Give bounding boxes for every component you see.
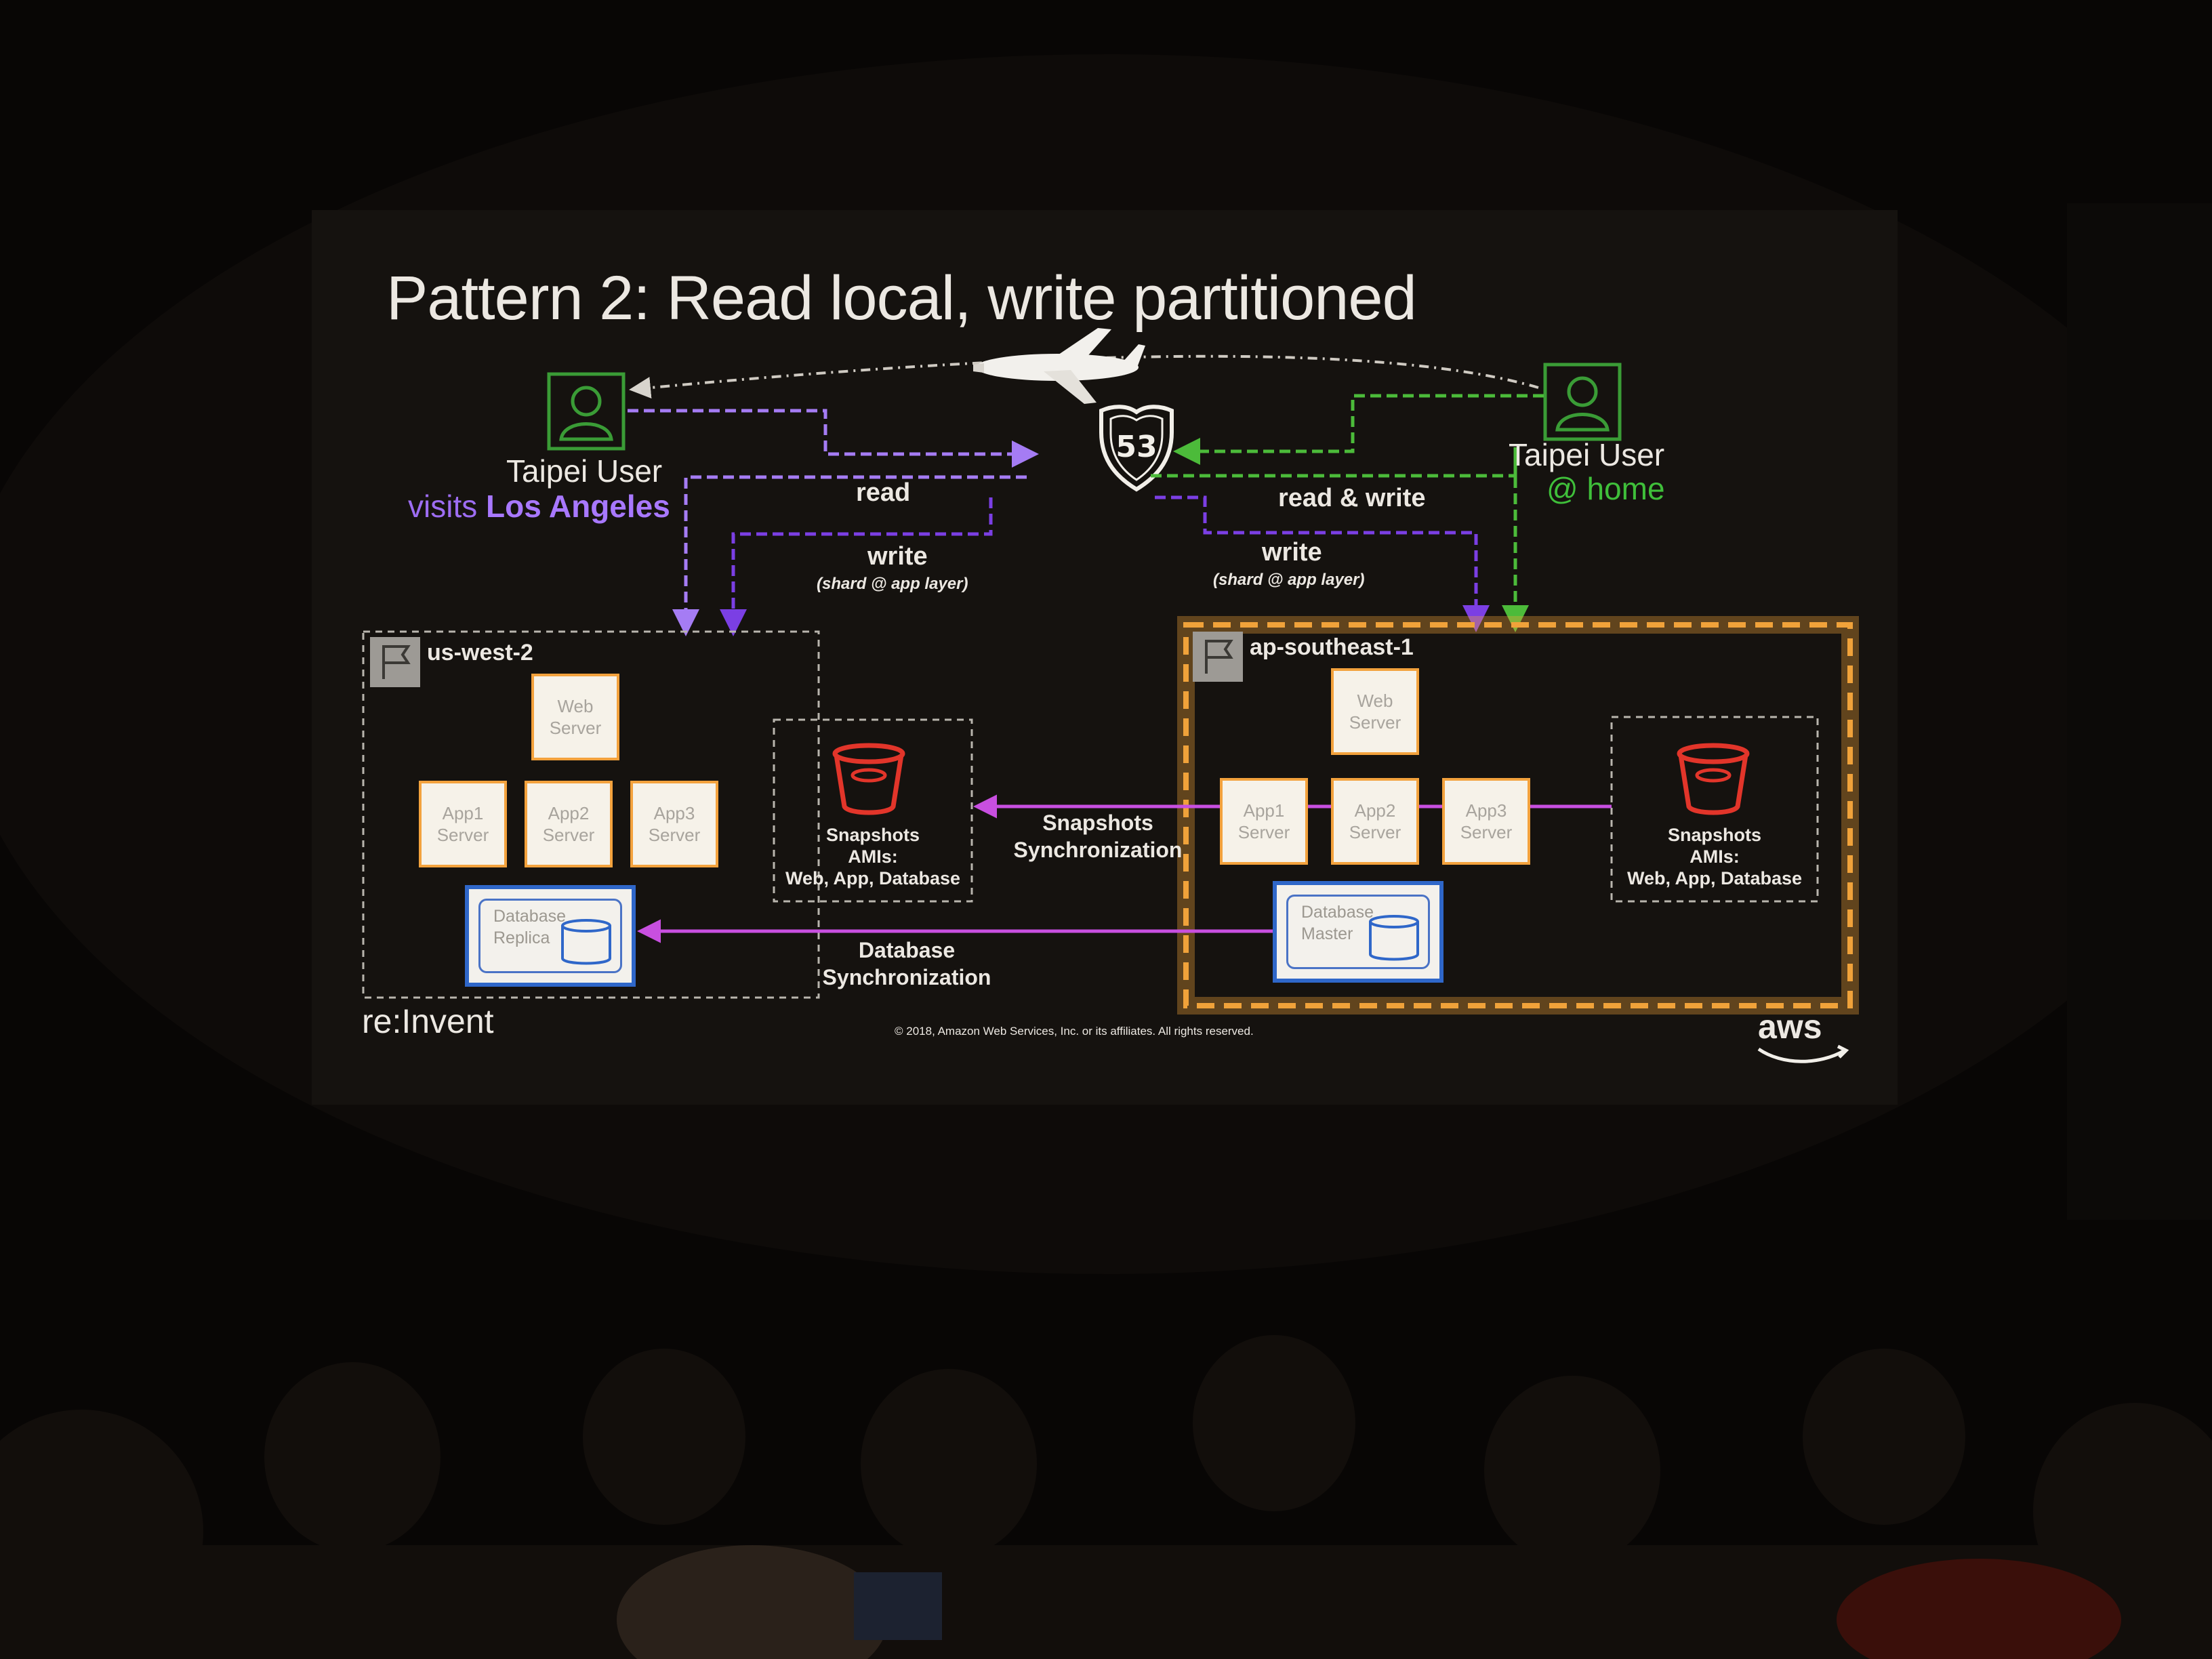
home-path-to-route53 xyxy=(1173,394,1544,465)
region-flag-icon xyxy=(370,637,420,687)
read-path-to-us-west xyxy=(672,475,1027,636)
s3-bucket-icon xyxy=(832,743,905,815)
user-icon xyxy=(547,372,626,451)
edge-label-write-right: write xyxy=(1262,538,1322,567)
region-name-ap-southeast-1: ap-southeast-1 xyxy=(1250,634,1414,660)
route53-number: 53 xyxy=(1115,430,1157,464)
reinvent-logo: re:Invent xyxy=(362,1002,494,1040)
region-flag-icon xyxy=(1193,632,1243,682)
s3-bucket-icon xyxy=(1677,743,1750,815)
edge-note-write-right: (shard @ app layer) xyxy=(1213,571,1365,589)
database-cylinder-icon xyxy=(561,919,611,965)
region-ap-southeast-1 xyxy=(1183,622,1853,1008)
airplane-icon xyxy=(973,328,1145,404)
user-icon xyxy=(1543,363,1622,441)
audience-silhouettes xyxy=(0,1335,2212,1659)
visits-place: Los Angeles xyxy=(486,489,670,524)
snapshot-box-ap-southeast xyxy=(1610,716,1819,903)
region-us-west-2 xyxy=(362,630,820,999)
slide-graphics: 53 xyxy=(362,328,1859,1063)
left-user-name: Taipei User xyxy=(506,453,663,489)
aws-smile-icon xyxy=(1757,1044,1849,1063)
edge-label-read: read xyxy=(856,478,911,507)
audience-head-lit xyxy=(617,1545,888,1659)
right-user-location: @ home xyxy=(1547,471,1665,506)
left-user-visits: visits Los Angeles xyxy=(408,488,670,525)
home-path-to-ap-southeast xyxy=(1151,447,1529,632)
region-name-us-west-2: us-west-2 xyxy=(427,640,533,665)
edge-note-write-left: (shard @ app layer) xyxy=(817,575,968,593)
write-path-to-ap-southeast xyxy=(1155,495,1490,632)
aws-logo: aws xyxy=(1758,1008,1822,1046)
database-cylinder-icon xyxy=(1369,915,1419,961)
edge-label-read-write: read & write xyxy=(1278,484,1426,512)
snapshot-box-us-west xyxy=(773,718,973,903)
write-path-to-us-west xyxy=(720,497,993,636)
edge-label-write-left: write xyxy=(867,542,928,571)
audience-red-shirt xyxy=(1837,1559,2121,1659)
slide-title: Pattern 2: Read local, write partitioned xyxy=(386,264,1417,333)
read-path-to-route53 xyxy=(628,409,1039,468)
copyright-text: © 2018, Amazon Web Services, Inc. or its… xyxy=(895,1025,1254,1038)
presentation-slide: 53 xyxy=(312,210,1898,1105)
route53-shield-icon: 53 xyxy=(1099,405,1174,492)
visits-prefix: visits xyxy=(408,489,478,524)
laptop-screen xyxy=(854,1572,942,1640)
right-user-name: Taipei User xyxy=(1509,437,1665,472)
flight-arc xyxy=(629,354,1539,399)
